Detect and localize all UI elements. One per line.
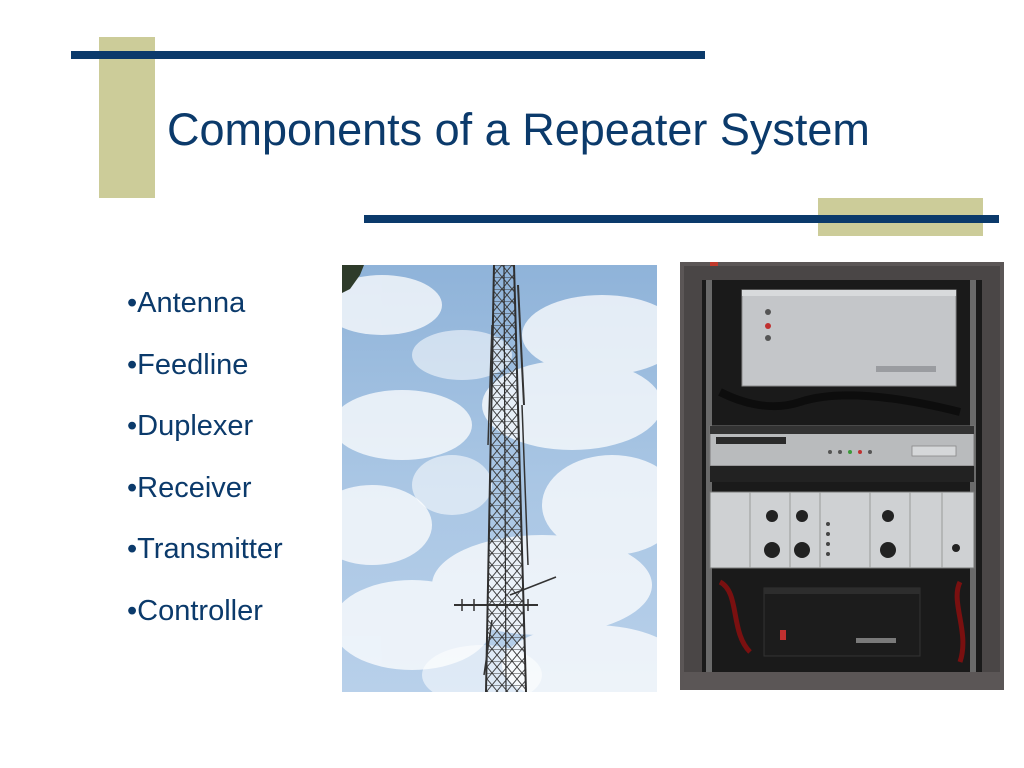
bullet-item: •Receiver xyxy=(127,471,252,504)
bullet-item: •Transmitter xyxy=(127,533,283,565)
decorative-navy-line-bottom xyxy=(364,215,999,223)
repeater-rack-photo xyxy=(680,262,1004,690)
decorative-tan-bar-left xyxy=(99,37,155,198)
bullet-item: •Duplexer xyxy=(127,410,254,442)
bullet-item: •Controller xyxy=(127,594,263,627)
slide-title: Components of a Repeater System xyxy=(167,104,870,155)
bullet-item: •Feedline xyxy=(127,348,249,381)
bullet-list: •Antenna •Feedline •Duplexer •Receiver •… xyxy=(127,286,283,655)
decorative-navy-line-top xyxy=(71,51,705,59)
antenna-tower-photo xyxy=(342,265,657,692)
bullet-item: •Antenna xyxy=(127,287,246,319)
